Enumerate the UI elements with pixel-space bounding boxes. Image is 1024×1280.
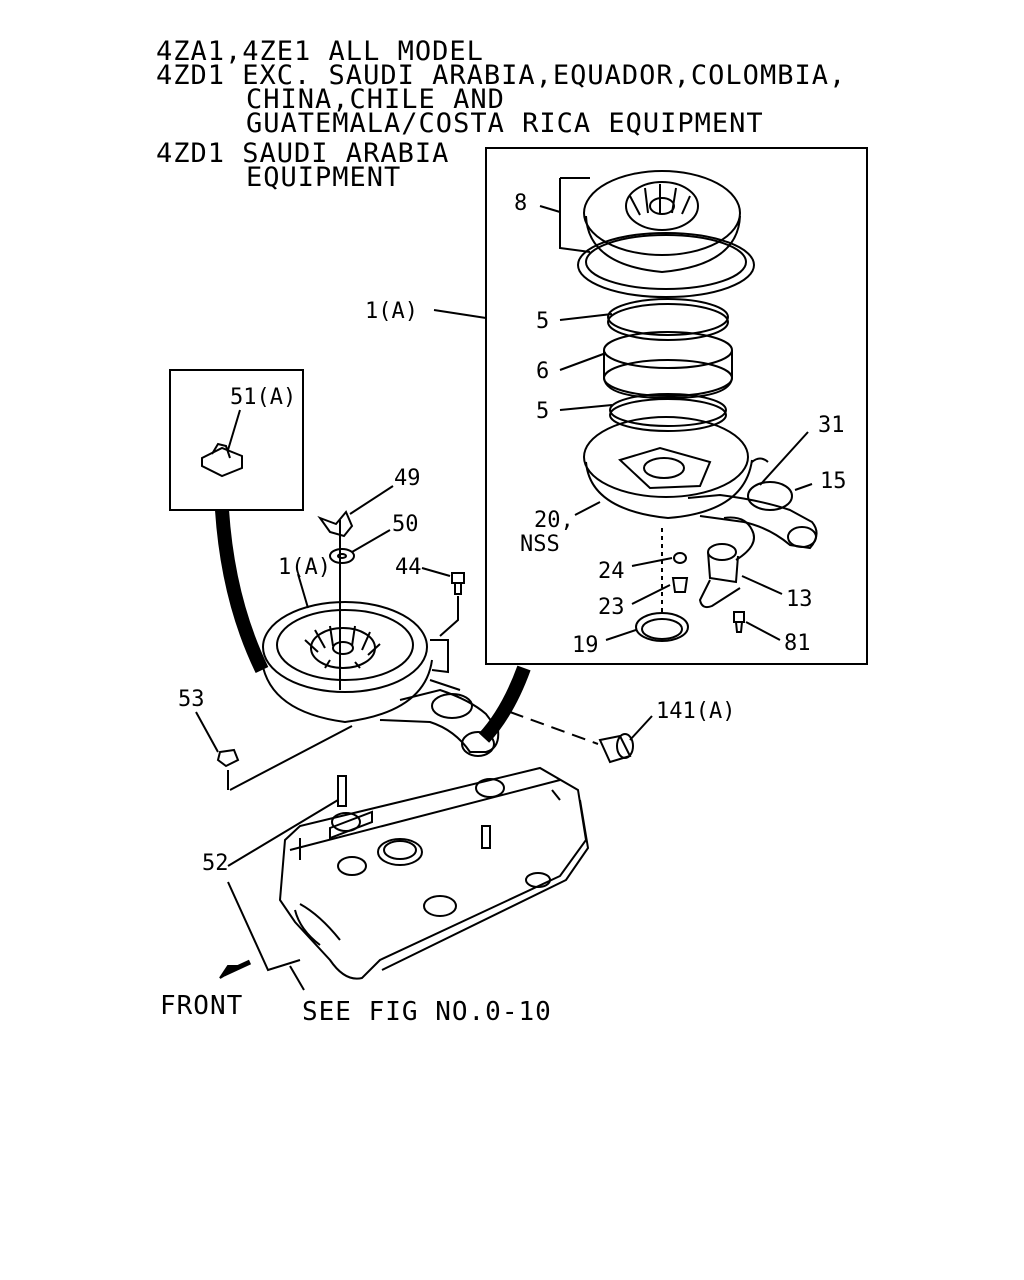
callout-1a-main: 1(A) [278, 555, 331, 580]
callout-50: 50 [392, 512, 419, 537]
pointer-band-right [478, 665, 531, 743]
callout-23: 23 [598, 595, 625, 620]
callout-44: 44 [395, 555, 422, 580]
part-19-ring [635, 612, 689, 642]
part-44-bolt [451, 572, 465, 595]
callout-19: 19 [572, 633, 599, 658]
callout-15: 15 [820, 469, 847, 494]
header-line-3: CHINA,CHILE AND [246, 84, 505, 115]
part-49-wing-nut [317, 510, 354, 538]
air-cleaner-body [583, 416, 818, 550]
part-52-stud [337, 775, 347, 807]
part-51a-clip [201, 442, 243, 478]
header-line-1: 4ZA1,4ZE1 ALL MODEL [156, 36, 484, 67]
cover-gasket [577, 232, 755, 298]
callout-nss: NSS [520, 532, 560, 557]
pointer-band-left [215, 509, 269, 674]
callout-20: 20, [534, 508, 574, 533]
part-141a-hose [598, 733, 634, 764]
callout-81: 81 [784, 631, 811, 656]
callout-13: 13 [786, 587, 813, 612]
seal-ring-bottom [609, 393, 727, 432]
main-air-cleaner [261, 601, 500, 757]
part-81-bolt [733, 611, 745, 633]
callout-5-bottom: 5 [536, 399, 549, 424]
header-line-2: 4ZD1 EXC. SAUDI ARABIA,EQUADOR,COLOMBIA, [156, 60, 847, 91]
part-23-valve [671, 577, 689, 593]
callout-24: 24 [598, 559, 625, 584]
part-53-nut [216, 748, 240, 768]
header-line-4: GUATEMALA/COSTA RICA EQUIPMENT [246, 108, 764, 139]
part-24-nut [673, 552, 687, 564]
air-cleaner-cover [583, 170, 741, 274]
part-50-washer [329, 548, 355, 564]
thermo-sensor [698, 516, 755, 609]
inset-51a-frame [169, 369, 304, 511]
detail-frame [485, 147, 868, 665]
callout-49: 49 [394, 466, 421, 491]
cylinder-head-cover [278, 766, 590, 980]
callout-53: 53 [178, 687, 205, 712]
callout-5-top: 5 [536, 309, 549, 334]
header-line-5: 4ZD1 SAUDI ARABIA [156, 138, 450, 169]
seal-ring-top [607, 298, 729, 341]
header-line-6: EQUIPMENT [246, 162, 402, 193]
callout-8: 8 [514, 191, 527, 216]
callout-52: 52 [202, 851, 229, 876]
filter-element [603, 331, 733, 400]
callout-31: 31 [818, 413, 845, 438]
callout-1a-detail: 1(A) [365, 299, 418, 324]
callout-6: 6 [536, 359, 549, 384]
front-label: FRONT [160, 991, 243, 1021]
callout-51a: 51(A) [230, 385, 296, 410]
see-fig-label: SEE FIG NO.0-10 [302, 997, 552, 1027]
callout-141a: 141(A) [656, 699, 735, 724]
